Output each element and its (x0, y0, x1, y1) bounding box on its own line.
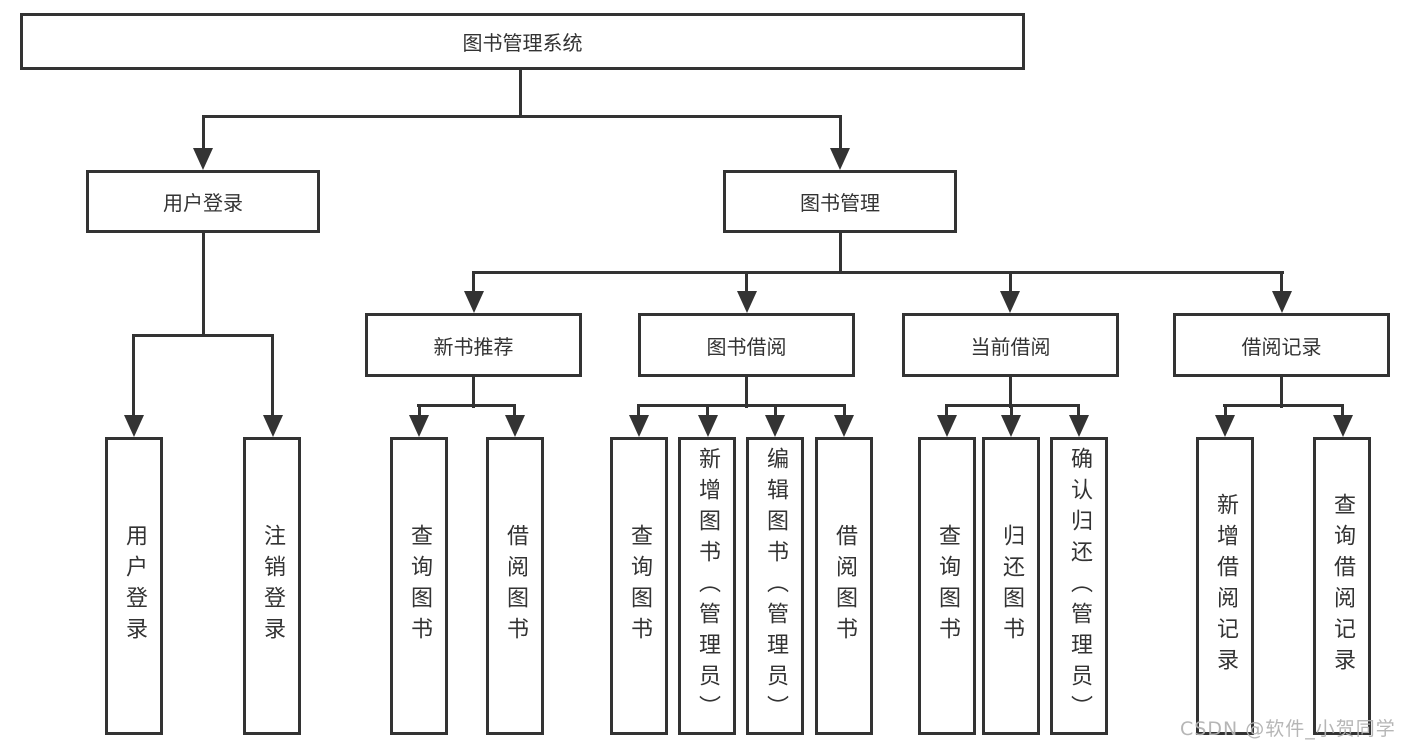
leaf-add-borrow-record: 新增借阅记录 (1196, 437, 1254, 735)
node-label: 借阅图书 (832, 524, 857, 648)
arrow-down-leaf-login (124, 415, 144, 437)
arrow-down-g3-3 (1069, 415, 1089, 437)
node-current-borrowing: 当前借阅 (902, 313, 1119, 377)
connector-g3-stem-2 (1010, 407, 1013, 417)
arrow-down-g3-1 (937, 415, 957, 437)
leaf-query-books-borrowing: 查询图书 (610, 437, 668, 735)
leaf-borrow-books-borrowing: 借阅图书 (815, 437, 873, 735)
leaf-query-borrow-record: 查询借阅记录 (1313, 437, 1371, 735)
node-label: 查询图书 (407, 524, 432, 648)
leaf-add-books-admin: 新增图书（管理员） (678, 437, 736, 735)
connector-g2-stem-4 (843, 407, 846, 417)
node-label: 注销登录 (260, 524, 285, 648)
node-book-management-system: 图书管理系统 (20, 13, 1025, 70)
leaf-return-books: 归还图书 (982, 437, 1040, 735)
node-label: 查询图书 (627, 524, 652, 648)
connector-stem-new-book (472, 274, 475, 293)
connector-g4-trunk (1280, 375, 1283, 408)
arrow-down-current-borrow (1000, 291, 1020, 313)
connector-g3-stem-3 (1077, 407, 1080, 417)
node-label: 借阅记录 (1241, 334, 1322, 359)
arrow-down-new-book (464, 291, 484, 313)
arrow-down-g2-1 (629, 415, 649, 437)
node-book-borrowing: 图书借阅 (638, 313, 855, 377)
connector-root-split (202, 115, 842, 118)
node-label: 当前借阅 (970, 334, 1051, 359)
connector-g2-split (637, 404, 846, 407)
arrow-down-user-login (193, 148, 213, 170)
leaf-edit-books-admin: 编辑图书（管理员） (746, 437, 804, 735)
node-borrowing-records: 借阅记录 (1173, 313, 1390, 377)
node-book-management-branch: 图书管理 (723, 170, 957, 233)
connector-stem-borrow-records (1280, 274, 1283, 293)
node-label: 图书管理 (800, 191, 880, 215)
connector-g2-trunk (745, 375, 748, 408)
node-label: 编辑图书（管理员） (763, 446, 788, 726)
connector-g1-trunk (472, 375, 475, 408)
node-label: 确认归还（管理员） (1067, 446, 1092, 726)
leaf-query-books-current: 查询图书 (918, 437, 976, 735)
connector-g2-stem-3 (774, 407, 777, 417)
leaf-borrow-books-recommend: 借阅图书 (486, 437, 544, 735)
connector-g2-stem-2 (706, 407, 709, 417)
connector-g2-stem-1 (637, 407, 640, 417)
connector-mgmt-split (472, 271, 1284, 274)
node-label: 用户登录 (122, 524, 147, 648)
node-label: 借阅图书 (503, 524, 528, 648)
node-label: 归还图书 (999, 524, 1024, 648)
node-label: 查询图书 (935, 524, 960, 648)
node-label: 新书推荐 (433, 334, 514, 359)
arrow-down-g3-2 (1001, 415, 1021, 437)
node-label: 新增借阅记录 (1213, 493, 1238, 679)
node-label: 图书借阅 (706, 334, 787, 359)
arrow-down-g1-1 (409, 415, 429, 437)
connector-g1-stem-1 (418, 407, 421, 417)
node-label: 查询借阅记录 (1330, 493, 1355, 679)
arrow-down-book-borrow (737, 291, 757, 313)
arrow-down-g2-2 (698, 415, 718, 437)
node-label: 用户登录 (163, 191, 243, 215)
connector-stem-leaf-login (132, 337, 135, 417)
connector-g3-split (945, 404, 1080, 407)
arrow-down-g1-2 (505, 415, 525, 437)
csdn-watermark: CSDN @软件_小贺同学 (1180, 718, 1396, 740)
connector-stem-user-login (202, 118, 205, 150)
arrow-down-g2-3 (765, 415, 785, 437)
connector-login-trunk (202, 231, 205, 337)
connector-login-split (132, 334, 274, 337)
leaf-query-books-recommend: 查询图书 (390, 437, 448, 735)
arrow-down-g2-4 (834, 415, 854, 437)
arrow-down-book-mgmt (830, 148, 850, 170)
arrow-down-leaf-logout (263, 415, 283, 437)
connector-root-trunk (519, 68, 522, 118)
leaf-user-login: 用户登录 (105, 437, 163, 735)
connector-g4-split (1223, 404, 1344, 407)
connector-g4-stem-2 (1341, 407, 1344, 417)
connector-stem-current-borrow (1009, 274, 1012, 293)
node-new-book-recommend: 新书推荐 (365, 313, 582, 377)
connector-g1-stem-2 (513, 407, 516, 417)
node-label: 新增图书（管理员） (695, 446, 720, 726)
node-label: 图书管理系统 (462, 31, 583, 55)
leaf-logout: 注销登录 (243, 437, 301, 735)
connector-g4-stem-1 (1224, 407, 1227, 417)
connector-stem-leaf-logout (271, 337, 274, 417)
connector-g1-split (417, 404, 516, 407)
leaf-confirm-return-admin: 确认归还（管理员） (1050, 437, 1108, 735)
arrow-down-g4-2 (1333, 415, 1353, 437)
arrow-down-g4-1 (1215, 415, 1235, 437)
connector-stem-book-mgmt (839, 118, 842, 150)
node-user-login-branch: 用户登录 (86, 170, 320, 233)
connector-g3-trunk (1009, 375, 1012, 408)
connector-stem-book-borrow (745, 274, 748, 293)
arrow-down-borrow-records (1272, 291, 1292, 313)
connector-mgmt-trunk (839, 231, 842, 274)
connector-g3-stem-1 (945, 407, 948, 417)
